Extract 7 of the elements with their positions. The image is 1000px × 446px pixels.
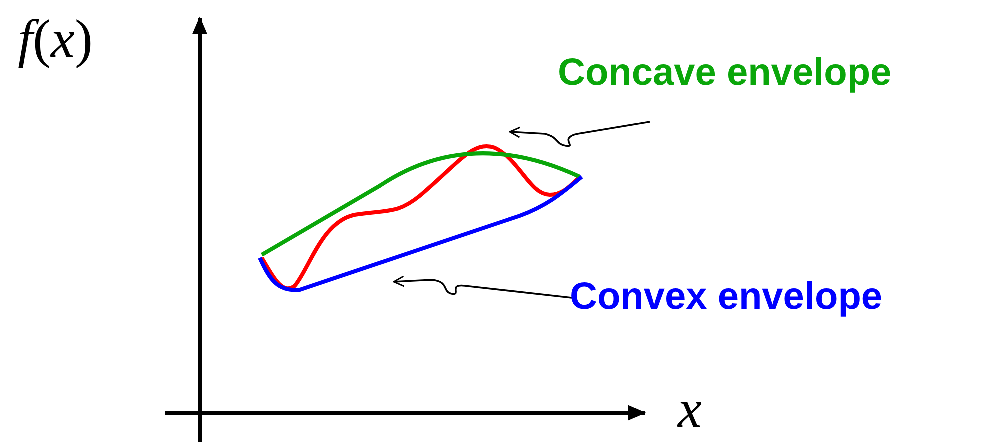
leader-line (393, 276, 572, 299)
curve-label: Convex envelope (570, 276, 883, 319)
envelope-curve (260, 152, 581, 257)
leader-line (509, 121, 650, 148)
curve-label: Concave envelope (558, 52, 892, 95)
axis-label: x (678, 378, 702, 440)
axis-label: f(x) (18, 8, 93, 70)
